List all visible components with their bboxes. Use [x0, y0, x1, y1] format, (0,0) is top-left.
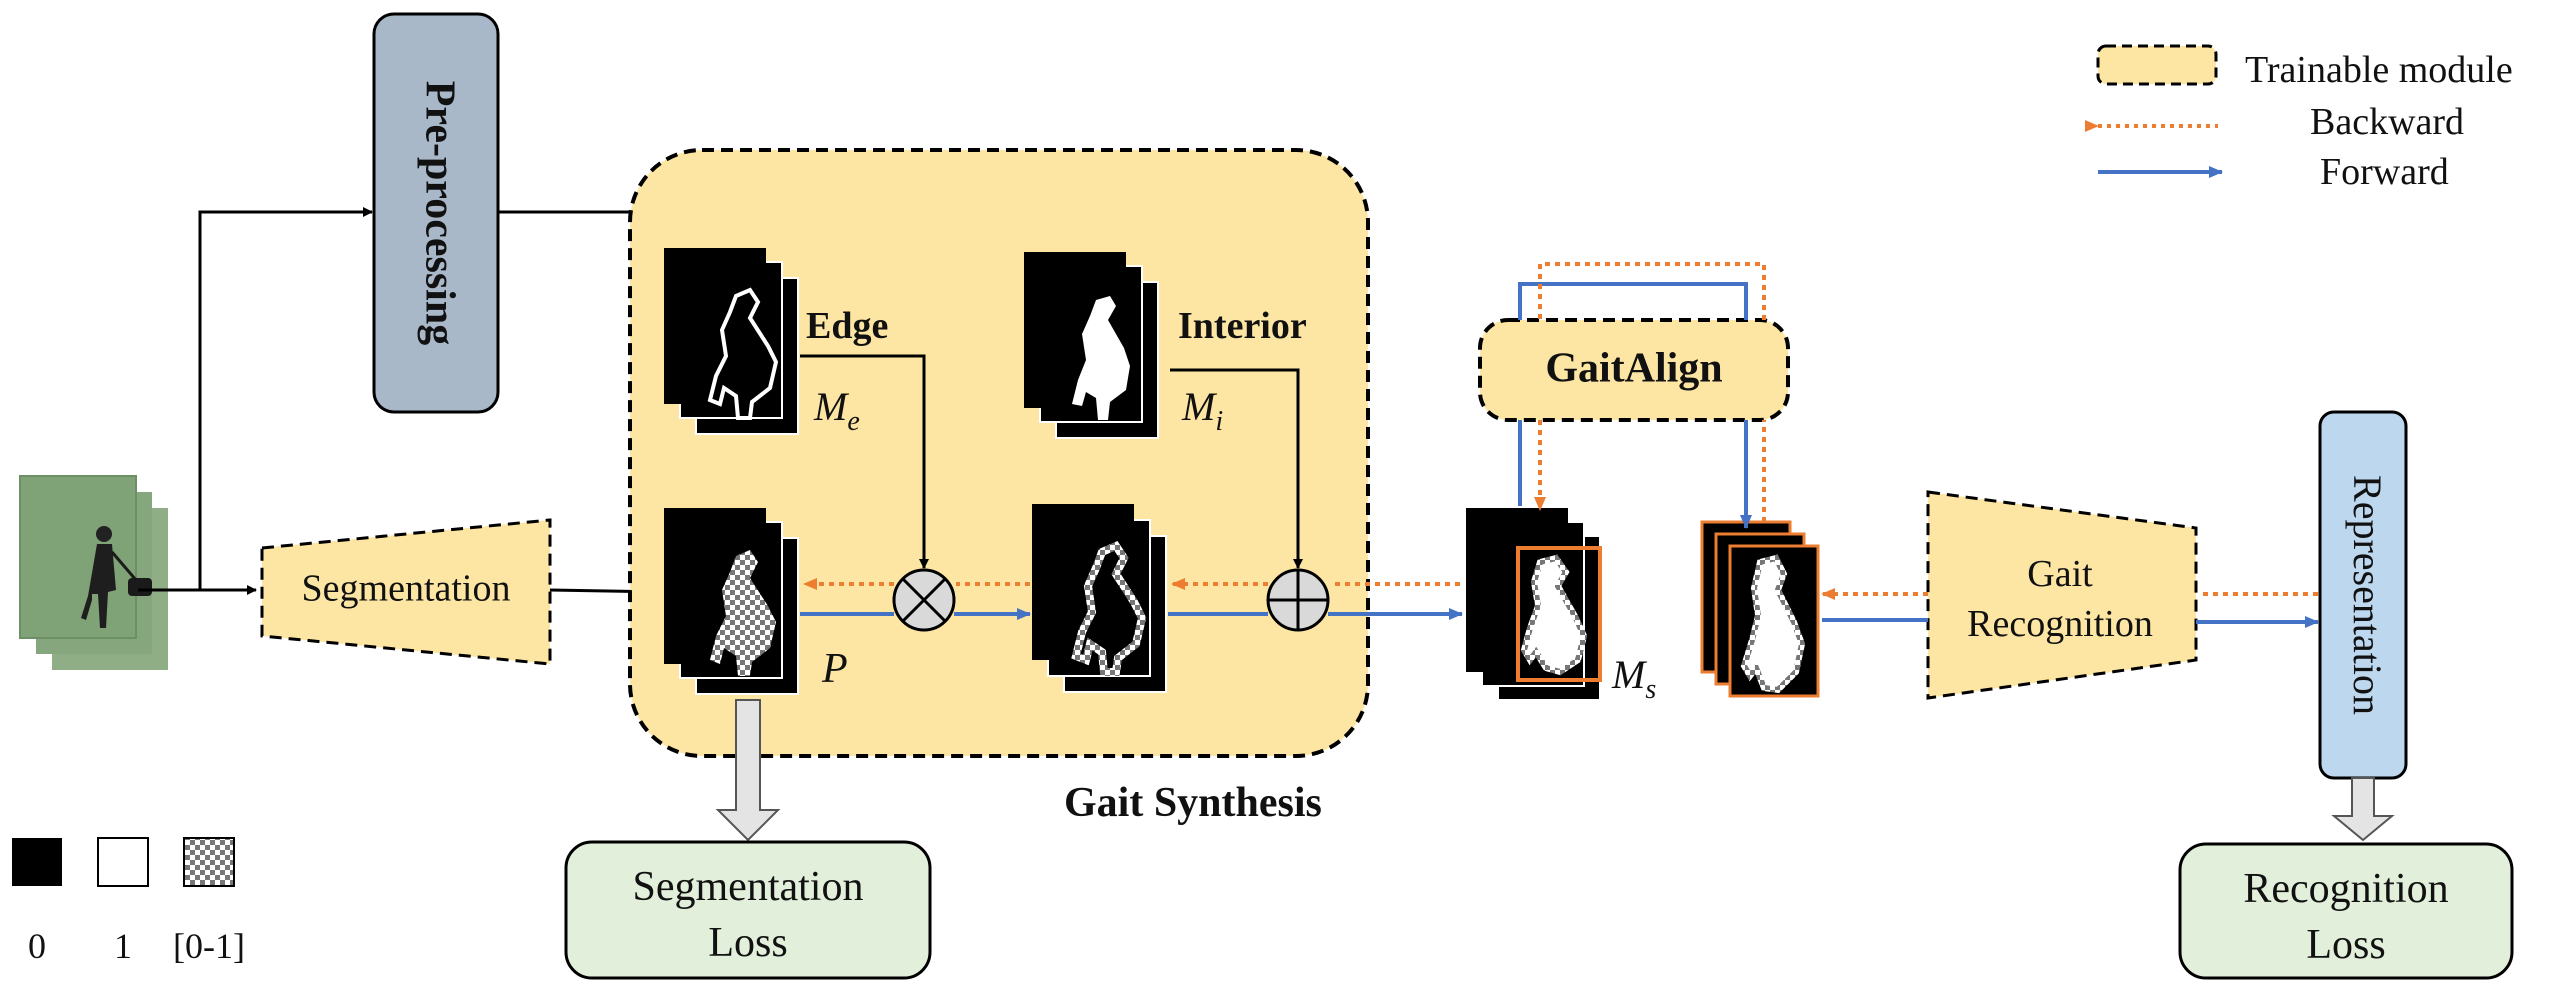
- p-label: P: [821, 646, 848, 692]
- ms-silhouette: [1520, 554, 1588, 676]
- value-key-white-swatch: [97, 837, 149, 887]
- value-key: 0 1 [0-1]: [12, 837, 245, 966]
- interior-silhouette: [1072, 296, 1130, 420]
- value-key-mixed-swatch: [183, 837, 235, 887]
- segmentation-loss-box: Segmentation Loss: [564, 840, 932, 980]
- edge-product-silhouette: [1071, 541, 1147, 676]
- legend-backward-label: Backward: [2310, 101, 2464, 143]
- gait-recognition-module: Gait Recognition: [1926, 490, 2198, 700]
- input-connectors: [138, 207, 373, 595]
- interior-map-stack: [1024, 252, 1159, 439]
- gaitalign-forward-flow: [1518, 282, 1752, 529]
- edge-silhouette: [707, 287, 779, 420]
- representation-module: Representation: [2318, 410, 2408, 780]
- segmentation-module: Segmentation: [260, 518, 552, 666]
- aligned-map-stack: [1700, 520, 1820, 698]
- me-label: Me: [813, 384, 860, 437]
- segmentation-loss-line1: Segmentation: [633, 864, 864, 910]
- gait-recognition-line1: Gait: [2027, 553, 2093, 595]
- edge-product-map-stack: [1032, 504, 1167, 693]
- edge-map-stack: [664, 248, 799, 435]
- mask-connectors: [800, 354, 1303, 569]
- ms-map-stack: [1466, 508, 1602, 701]
- multiply-operator: [892, 568, 956, 632]
- gait-recognition-line2: Recognition: [1967, 603, 2153, 645]
- recognition-loss-connector: [2331, 777, 2395, 842]
- interior-label: Interior: [1178, 305, 1307, 347]
- representation-label: Representation: [2345, 475, 2390, 715]
- mi-label: Mi: [1181, 384, 1223, 437]
- recognition-loss-box: Recognition Loss: [2178, 842, 2514, 980]
- value-key-mixed-label: [0-1]: [173, 926, 245, 966]
- legend: Trainable module Backward Forward: [2085, 44, 2513, 193]
- ms-alignment-box: [1516, 546, 1602, 682]
- ms-label: Ms: [1611, 652, 1656, 705]
- p-map-stack: [664, 508, 799, 695]
- segmentation-loss-connector: [715, 699, 781, 842]
- aligned-silhouette: [1740, 554, 1806, 694]
- legend-trainable-label: Trainable module: [2245, 49, 2513, 91]
- legend-forward-label: Forward: [2320, 151, 2449, 193]
- p-silhouette: [710, 550, 776, 676]
- gait-synthesis-region: Gait Synthesis: [628, 148, 1370, 826]
- add-operator: [1266, 568, 1330, 632]
- gait-synthesis-label: Gait Synthesis: [1064, 780, 1322, 826]
- gaitalign-backward-flow: [1534, 262, 1766, 522]
- preprocessing-label: Pre-processing: [416, 81, 462, 345]
- legend-trainable-swatch: [2096, 44, 2218, 86]
- edge-label: Edge: [806, 305, 888, 347]
- preprocessing-module: Pre-processing: [372, 12, 500, 414]
- recognition-loss-line2: Loss: [2306, 922, 2385, 968]
- value-key-white-label: 1: [114, 926, 132, 966]
- gaitalign-module: GaitAlign: [1478, 318, 1790, 422]
- value-key-black-label: 0: [28, 926, 46, 966]
- segmentation-loss-line2: Loss: [708, 920, 787, 966]
- gaitalign-label: GaitAlign: [1545, 346, 1722, 392]
- recognition-loss-line1: Recognition: [2243, 866, 2448, 912]
- input-video-frames: [19, 475, 168, 670]
- segmentation-label: Segmentation: [302, 568, 511, 610]
- value-key-black-swatch: [12, 838, 62, 886]
